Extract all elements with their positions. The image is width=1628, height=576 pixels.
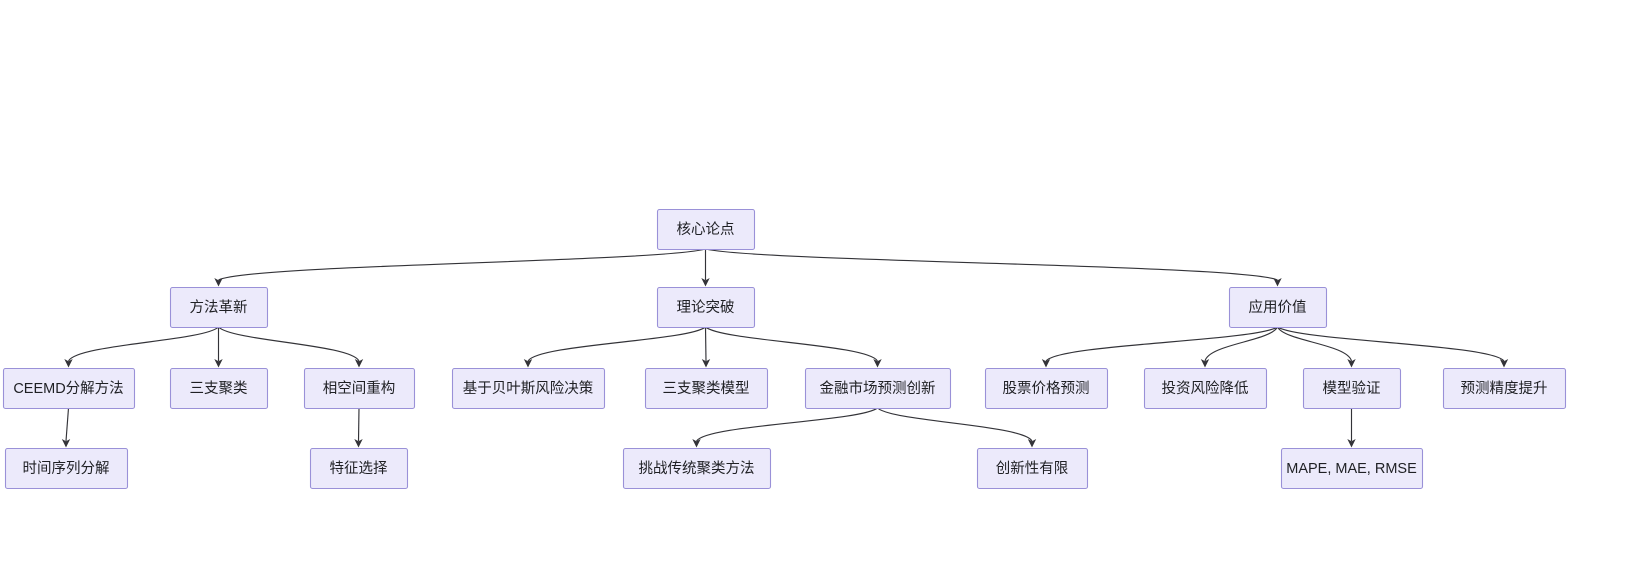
- node-box: [309, 447, 409, 490]
- node-box: [1302, 367, 1402, 410]
- flowchart-edge: [1276, 326, 1353, 362]
- node-box: [976, 447, 1089, 490]
- node-label: 基于贝叶斯风险决策: [463, 380, 594, 397]
- edge-arrowhead: [1200, 359, 1210, 368]
- edge-arrowhead: [1041, 359, 1051, 368]
- edge-arrowhead: [701, 359, 711, 368]
- node-label: CEEMD分解方法: [13, 380, 123, 397]
- flowchart-edge: [65, 407, 70, 442]
- node-box: [169, 286, 269, 329]
- edge-arrowhead: [1347, 359, 1356, 368]
- node-label: 投资风险降低: [1162, 380, 1249, 397]
- node-box: [1442, 367, 1567, 410]
- edge-arrowhead: [64, 359, 73, 368]
- edge-arrowhead: [354, 439, 363, 448]
- flowchart-edge: [696, 407, 878, 442]
- node-box: [2, 367, 136, 410]
- edge-arrowhead: [61, 439, 71, 448]
- flowchart-edge: [527, 326, 706, 362]
- flowchart-edge: [705, 326, 878, 362]
- flowchart-node[interactable]: CEEMD分解方法: [2, 367, 136, 410]
- flowchart-node[interactable]: 股票价格预测: [984, 367, 1109, 410]
- flowchart-node[interactable]: 预测精度提升: [1442, 367, 1567, 410]
- node-box: [169, 367, 269, 410]
- node-box: [644, 367, 769, 410]
- node-box: [4, 447, 129, 490]
- node-box: [1143, 367, 1268, 410]
- node-label: 预测精度提升: [1461, 380, 1548, 397]
- flowchart-node[interactable]: 基于贝叶斯风险决策: [451, 367, 606, 410]
- edge-arrowhead: [1499, 359, 1509, 368]
- node-label: 模型验证: [1323, 380, 1381, 397]
- edge-arrowhead: [873, 359, 882, 368]
- node-box: [451, 367, 606, 410]
- flowchart-node[interactable]: 挑战传统聚类方法: [622, 447, 772, 490]
- node-label: 创新性有限: [996, 460, 1069, 477]
- node-label: 挑战传统聚类方法: [639, 460, 755, 477]
- node-box: [303, 367, 416, 410]
- flowchart-node[interactable]: 特征选择: [309, 447, 409, 490]
- node-box: [622, 447, 772, 490]
- node-label: MAPE, MAE, RMSE: [1286, 461, 1417, 477]
- node-label: 特征选择: [330, 460, 388, 477]
- edge-arrowhead: [701, 278, 710, 287]
- flowchart-edge: [1277, 326, 1505, 362]
- node-label: 方法革新: [190, 299, 248, 316]
- edge-arrowhead: [1347, 439, 1356, 448]
- flowchart-edge: [1045, 326, 1278, 362]
- edge-arrowhead: [692, 439, 701, 448]
- node-label: 股票价格预测: [1003, 380, 1090, 397]
- flowchart-node[interactable]: 投资风险降低: [1143, 367, 1268, 410]
- flowchart-node[interactable]: 应用价值: [1228, 286, 1328, 329]
- edge-arrowhead: [214, 359, 223, 368]
- node-box: [656, 208, 756, 251]
- flowchart-node[interactable]: 相空间重构: [303, 367, 416, 410]
- flowchart-edge: [704, 326, 707, 362]
- node-box: [656, 286, 756, 329]
- flowchart-node[interactable]: 三支聚类模型: [644, 367, 769, 410]
- node-box: [804, 367, 952, 410]
- flowchart-edge: [705, 248, 1278, 281]
- node-label: 三支聚类: [190, 380, 248, 397]
- edge-arrowhead: [214, 278, 223, 287]
- edge-arrowhead: [354, 359, 364, 368]
- node-label: 相空间重构: [323, 380, 396, 397]
- node-label: 应用价值: [1249, 298, 1307, 316]
- edges-layer: [61, 248, 1509, 448]
- flowchart-node[interactable]: 理论突破: [656, 286, 756, 329]
- flowchart-node[interactable]: 时间序列分解: [4, 447, 129, 490]
- flowchart-edge: [357, 407, 360, 442]
- flowchart-node[interactable]: 核心论点: [656, 208, 756, 251]
- flowchart-node[interactable]: MAPE, MAE, RMSE: [1280, 447, 1424, 490]
- flowchart-edge: [877, 407, 1033, 442]
- node-label: 理论突破: [677, 299, 735, 316]
- edge-arrowhead: [1273, 278, 1282, 287]
- node-label: 金融市场预测创新: [820, 380, 936, 397]
- flowchart-edge: [67, 326, 219, 362]
- edge-arrowhead: [523, 359, 533, 368]
- node-box: [1280, 447, 1424, 490]
- node-label: 时间序列分解: [23, 460, 110, 477]
- edge-arrowhead: [1027, 439, 1037, 448]
- node-box: [1228, 286, 1328, 329]
- node-label: 三支聚类模型: [663, 380, 750, 397]
- node-box: [984, 367, 1109, 410]
- flowchart-edge: [1204, 326, 1279, 362]
- flowchart-edge: [218, 248, 706, 281]
- flowchart-node[interactable]: 金融市场预测创新: [804, 367, 952, 410]
- node-label: 核心论点: [677, 221, 735, 238]
- flowchart-edge: [218, 326, 360, 362]
- flowchart-node[interactable]: 创新性有限: [976, 447, 1089, 490]
- flowchart-node[interactable]: 方法革新: [169, 286, 269, 329]
- flowchart-node[interactable]: 三支聚类: [169, 367, 269, 410]
- flowchart-node[interactable]: 模型验证: [1302, 367, 1402, 410]
